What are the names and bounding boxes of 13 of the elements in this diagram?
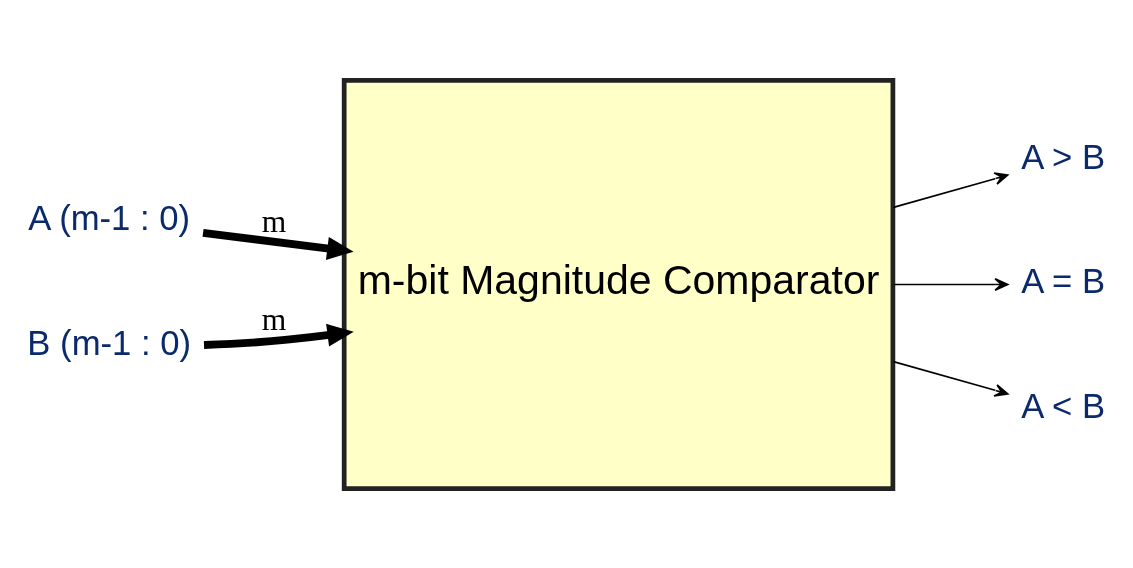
arrow	[203, 323, 354, 349]
node-text: A > B	[1021, 137, 1106, 176]
node-text: A (m-1 : 0)	[28, 198, 191, 237]
node-text: A < B	[1021, 386, 1106, 425]
node-text: A = B	[1021, 261, 1106, 300]
arrow	[892, 360, 1009, 397]
node-box: m-bit Magnitude Comparator	[341, 77, 896, 491]
node-text: B (m-1 : 0)	[27, 323, 192, 362]
arrow	[892, 277, 1009, 291]
arrow	[202, 228, 354, 260]
edge-label: m	[261, 203, 287, 239]
arrow	[892, 171, 1009, 208]
edge-label: m	[261, 301, 287, 337]
